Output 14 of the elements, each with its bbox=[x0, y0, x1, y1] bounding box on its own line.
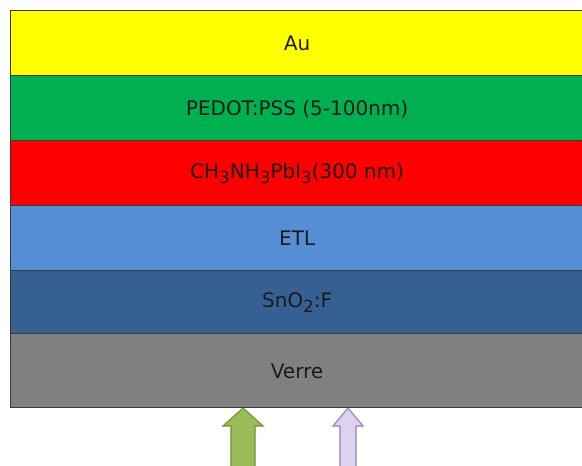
layer-band bbox=[10, 205, 582, 271]
layer-label: PEDOT:PSS (5-100nm) bbox=[186, 96, 408, 120]
layer-label: Verre bbox=[270, 358, 324, 382]
layer-band bbox=[10, 140, 582, 206]
block-arrow bbox=[331, 406, 365, 466]
layer-label: ETL bbox=[279, 226, 315, 250]
layer-band bbox=[10, 10, 582, 76]
block-arrow bbox=[221, 407, 265, 466]
layer-band bbox=[10, 270, 582, 334]
layer-label: SnO$_{2}$:F bbox=[262, 288, 332, 316]
layer-band bbox=[10, 75, 582, 141]
layer-label: CH$_{3}$NH$_{3}$PbI$_{3}$(300 nm) bbox=[190, 159, 404, 187]
layer-label: Au bbox=[284, 31, 310, 55]
layer-band bbox=[10, 333, 582, 408]
